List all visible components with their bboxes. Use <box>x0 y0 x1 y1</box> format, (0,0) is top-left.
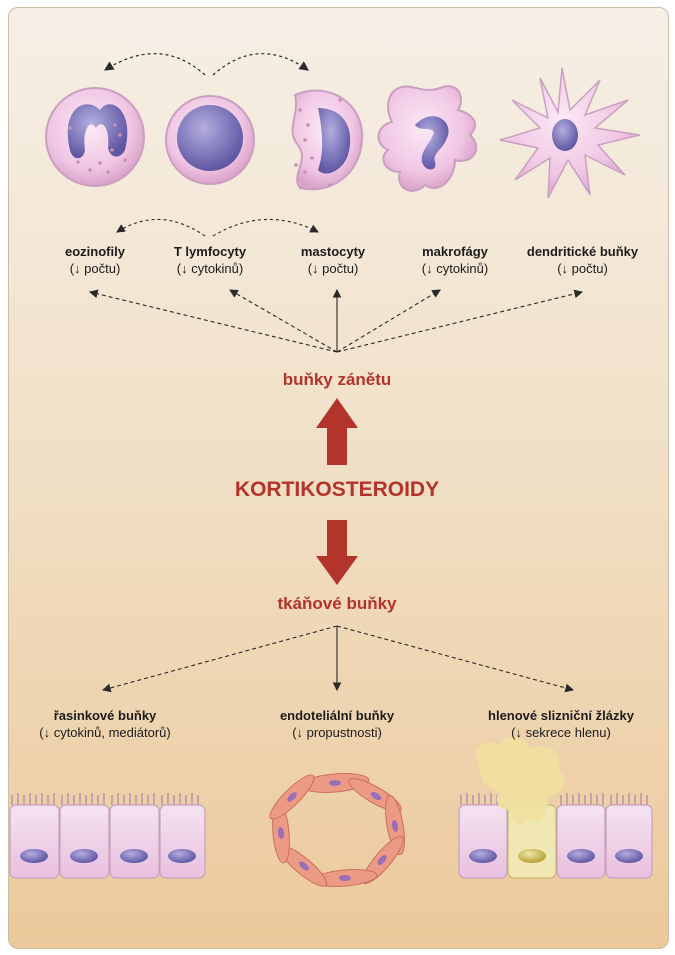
cell-name: eozinofily <box>65 244 125 259</box>
upper-group-label: buňky zánětu <box>282 370 392 389</box>
cell-effect: (↓ cytokinů) <box>176 261 244 276</box>
cell-effect: (↓ sekrece hlenu) <box>511 725 611 740</box>
label-curved-arrows <box>116 218 319 237</box>
up-red-arrow <box>316 398 358 465</box>
macrophage-cell-icon <box>377 85 478 192</box>
cell-name: mastocyty <box>300 244 366 259</box>
label-makrofagy: makrofágy (↓ cytokinů) <box>400 243 510 277</box>
down-red-arrow <box>316 520 358 585</box>
label-hlenove-zlazky: hlenové slizniční žlázky (↓ sekrece hlen… <box>466 707 656 741</box>
cell-effect: (↓ počtu) <box>307 261 359 276</box>
cell-effect: (↓ propustnosti) <box>292 725 382 740</box>
cell-name: dendritické buňky <box>526 244 639 259</box>
mastocyte-cell-icon <box>291 89 364 191</box>
center-title: KORTIKOSTEROIDY <box>234 478 440 501</box>
label-t-lymfocyty: T lymfocyty (↓ cytokinů) <box>155 243 265 277</box>
top-curved-arrows <box>103 53 309 76</box>
cell-effect: (↓ počtu) <box>69 261 121 276</box>
label-rasinkove-bunky: řasinkové buňky (↓ cytokinů, mediátorů) <box>20 707 190 741</box>
label-mastocyty: mastocyty (↓ počtu) <box>278 243 388 277</box>
endothelial-cells-icon <box>269 773 405 887</box>
lower-fan-arrows <box>101 625 575 693</box>
cell-name: hlenové slizniční žlázky <box>488 708 634 723</box>
lower-group-label: tkáňové buňky <box>277 594 397 613</box>
t-lymphocyte-cell-icon <box>165 95 255 185</box>
ciliated-cells-icon <box>9 793 206 879</box>
cell-name: endoteliální buňky <box>279 708 395 723</box>
cell-effect: (↓ počtu) <box>557 261 608 276</box>
label-dendriticke-bunky: dendritické buňky (↓ počtu) <box>510 243 655 277</box>
label-eozinofily: eozinofily (↓ počtu) <box>40 243 150 277</box>
cell-name: makrofágy <box>422 244 488 259</box>
mucous-gland-cells-icon <box>458 736 653 879</box>
eosinophil-cell-icon <box>45 87 145 187</box>
upper-fan-arrows <box>88 288 584 353</box>
cell-name: řasinkové buňky <box>53 708 157 723</box>
cell-name: T lymfocyty <box>173 244 247 259</box>
dendritic-cell-icon <box>499 67 641 199</box>
cell-effect: (↓ cytokinů) <box>421 261 489 276</box>
label-endotelialni-bunky: endoteliální buňky (↓ propustnosti) <box>252 707 422 741</box>
cell-effect: (↓ cytokinů, mediátorů) <box>39 725 171 740</box>
